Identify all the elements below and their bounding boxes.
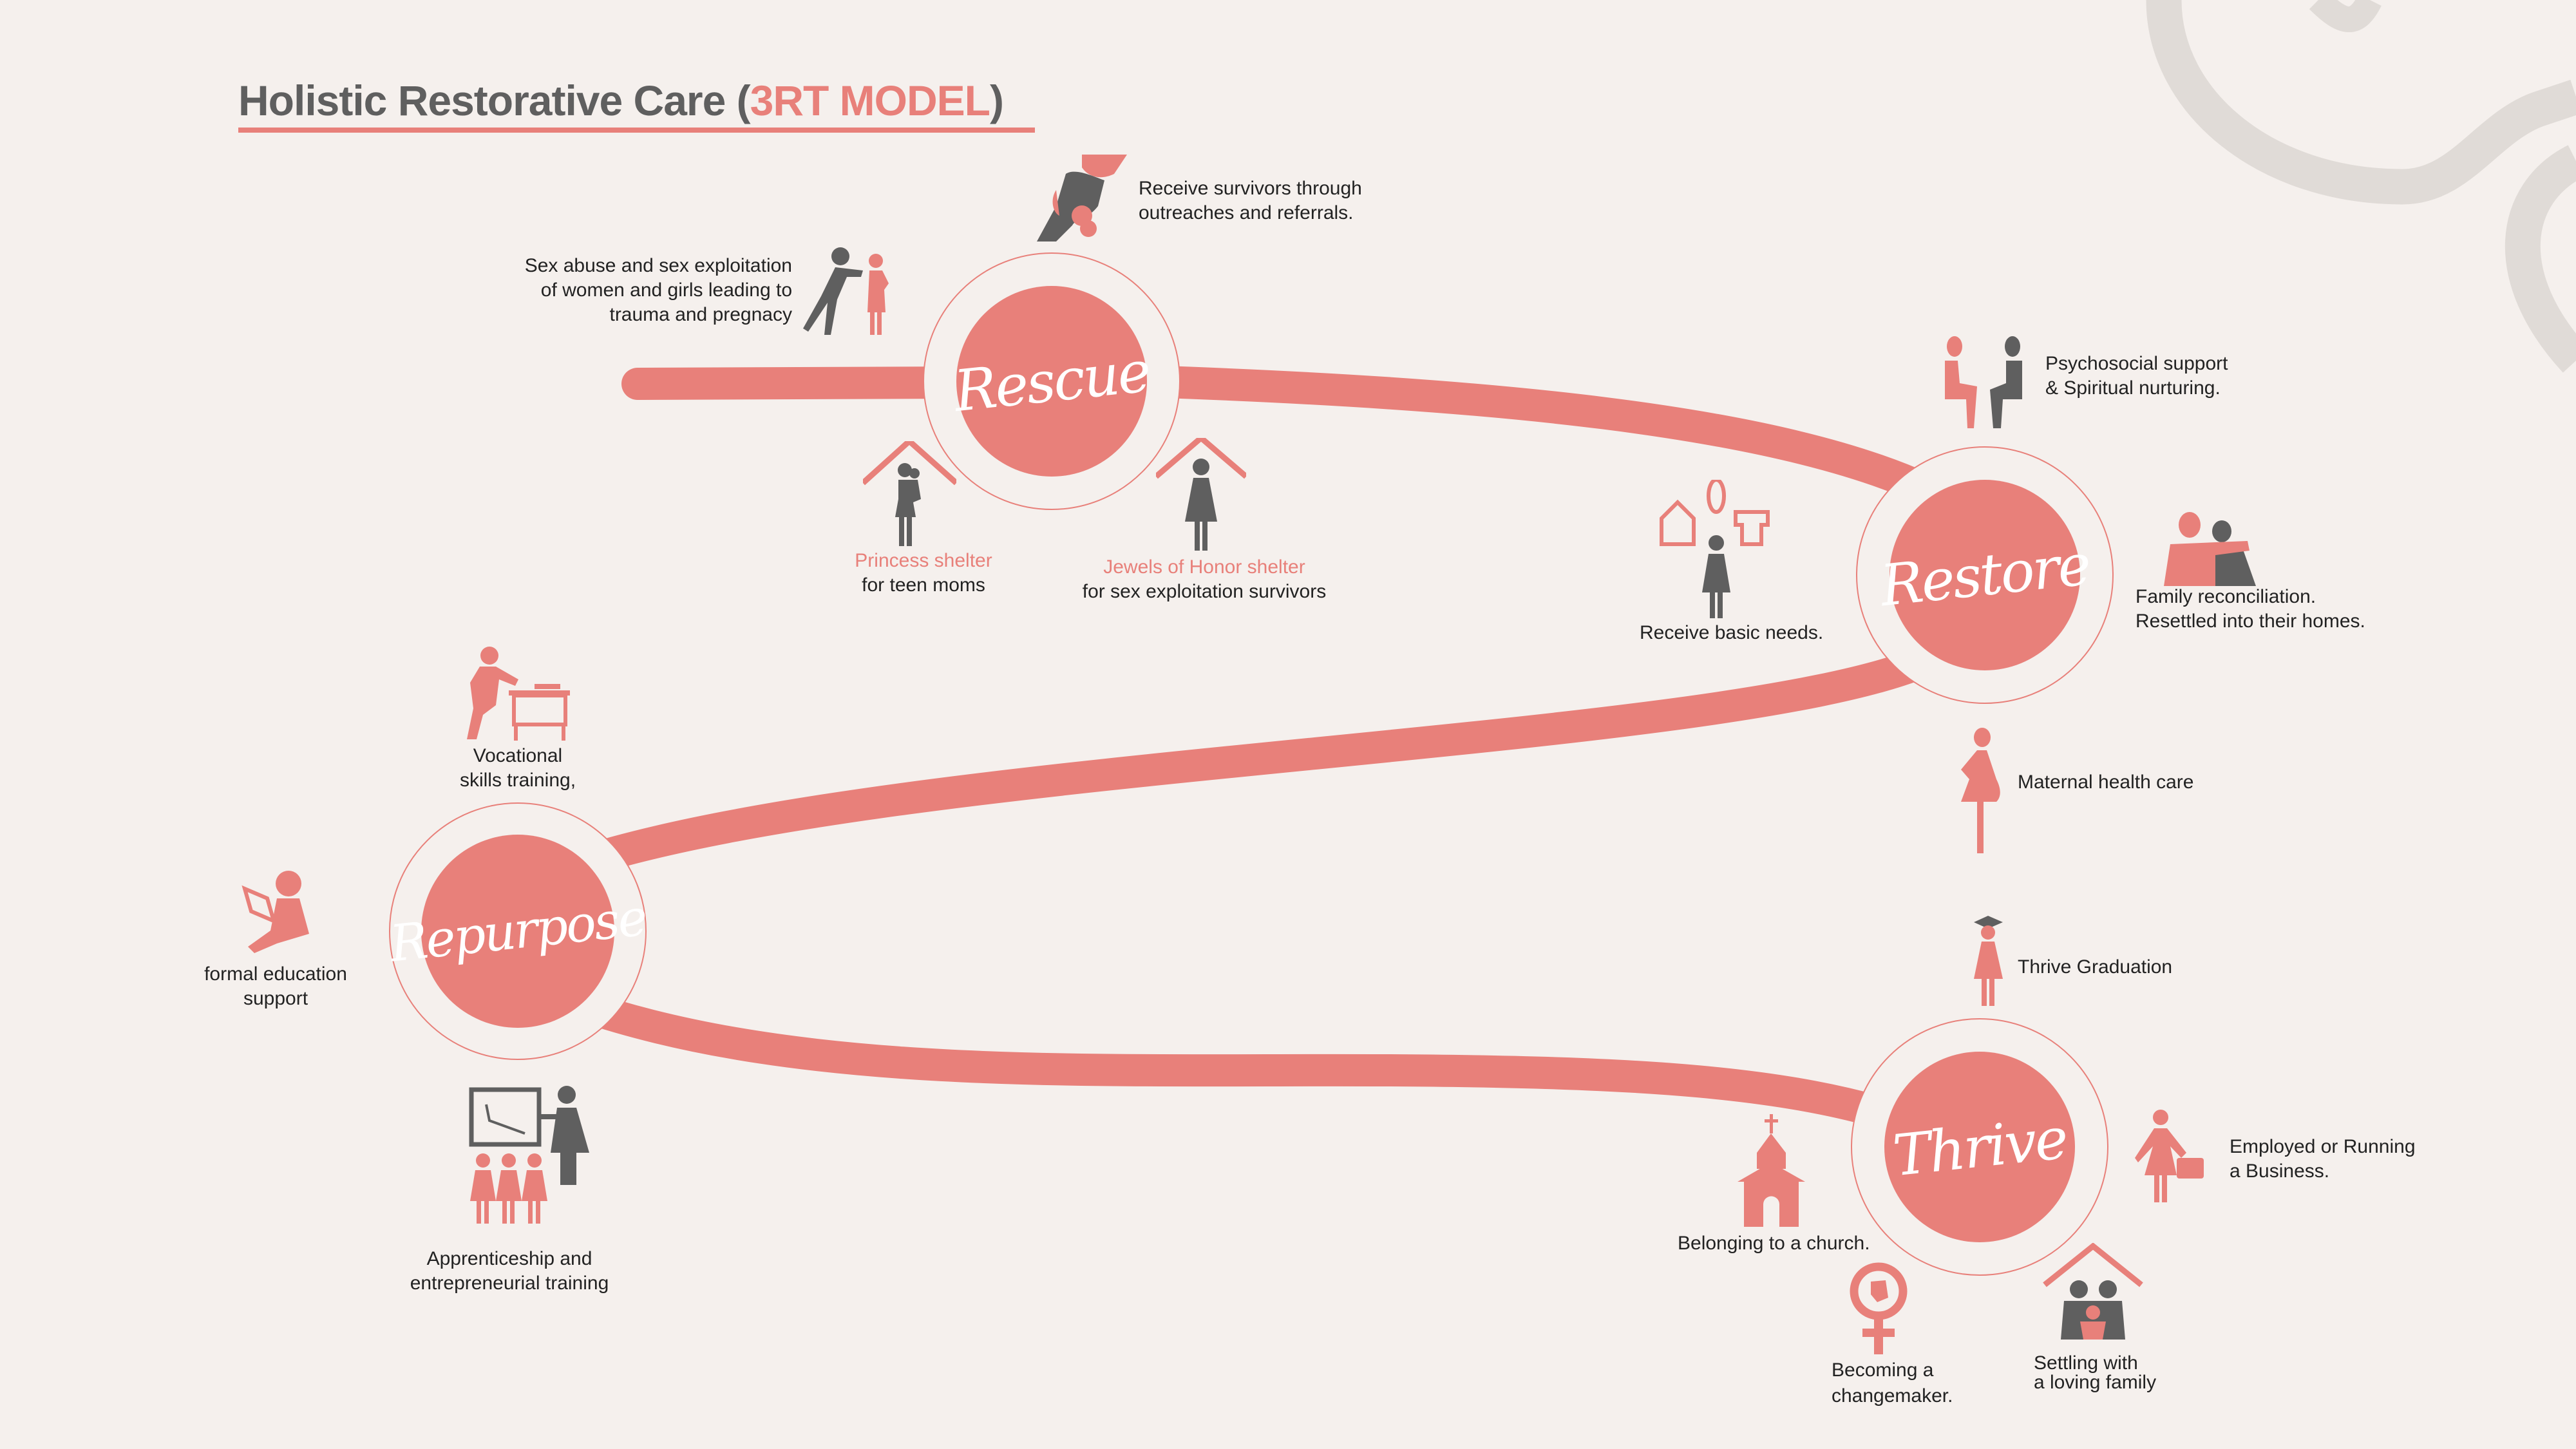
rescue-disc [956,286,1147,477]
decorative-arcs [2146,0,2576,373]
family-hug-icon [2164,512,2256,586]
path-segment-start [621,366,982,400]
page-title: Holistic Restorative Care (3RT MODEL) [238,77,1004,124]
female-fist-symbol-icon [1850,1262,1908,1354]
basic-needs-label: Receive basic needs. [1640,622,1824,643]
thrive-disc [1884,1052,2075,1242]
restore-disc [1889,480,2080,670]
stage-circles [389,252,2114,1276]
path-segment-restore-repurpose [564,647,1935,879]
pregnant-woman-icon [1961,728,2000,853]
woman-shelter-icon [1156,438,1246,551]
mother-child-shelter-icon [863,441,956,546]
businesswoman-icon [2135,1110,2204,1202]
family-reconciliation-label: Family reconciliation.Resettled into the… [2136,586,2365,632]
abuse-figures-icon [803,247,889,335]
loving-family-house-icon [2043,1243,2143,1340]
maternal-health-label: Maternal health care [2018,772,2194,793]
title-underline [238,128,1035,133]
counseling-icon [1945,336,2022,428]
church-icon [1738,1114,1805,1227]
psychosocial-label: Psychosocial support& Spiritual nurturin… [2045,353,2228,399]
path-segment-repurpose-thrive [564,989,1922,1137]
thrive-graduation-label: Thrive Graduation [2018,956,2173,978]
graduate-icon [1974,916,2003,1006]
classroom-teacher-icon [469,1086,589,1224]
basic-needs-icon [1660,480,1770,618]
repurpose-disc [421,835,614,1028]
path-segment-rescue-restore [1130,365,1942,506]
helping-hand-icon [1037,155,1127,242]
vocational-training-icon [467,647,570,741]
church-label: Belonging to a church. [1678,1233,1870,1254]
reading-student-icon [242,871,309,953]
